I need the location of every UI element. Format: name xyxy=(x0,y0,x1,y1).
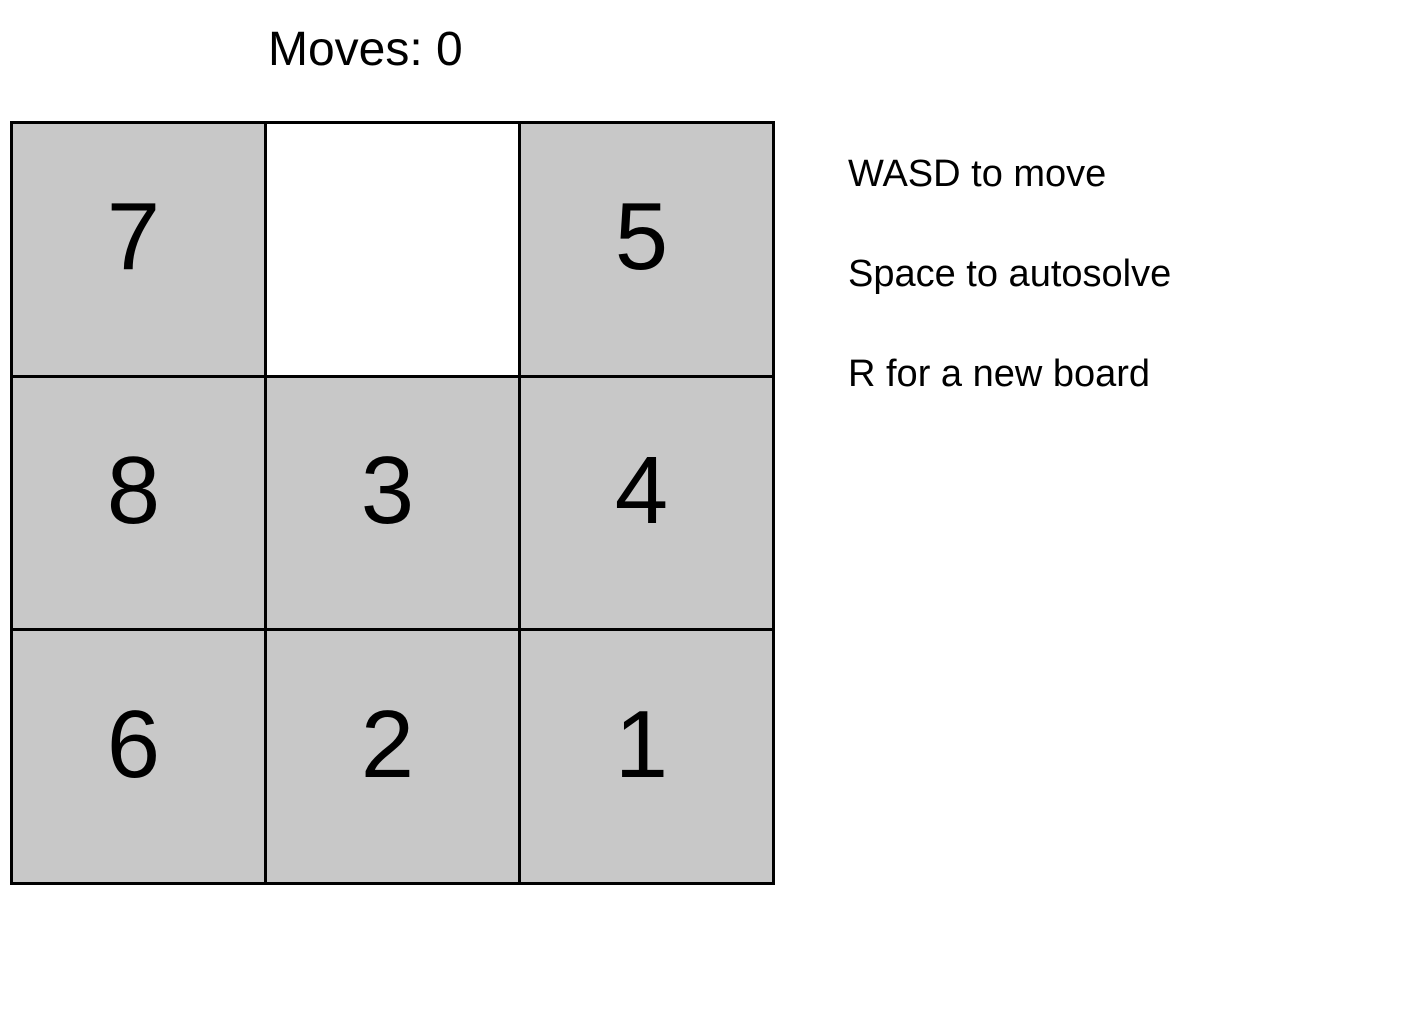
instruction-autosolve: Space to autosolve xyxy=(848,253,1172,295)
tile-label: 3 xyxy=(360,436,415,544)
tile-r0c0[interactable]: 7 xyxy=(13,124,264,375)
page-title: Moves: 0 xyxy=(268,23,463,76)
instructions-panel: WASD to move Space to autosolve R for a … xyxy=(848,152,1368,452)
tile-r0c2[interactable]: 5 xyxy=(521,124,772,375)
tile-r2c1[interactable]: 2 xyxy=(267,631,518,882)
tile-label: 2 xyxy=(360,690,415,798)
tile-label: 1 xyxy=(614,690,669,798)
instruction-move: WASD to move xyxy=(848,153,1107,195)
instruction-new-board: R for a new board xyxy=(848,353,1151,395)
tile-r1c2[interactable]: 4 xyxy=(521,377,772,629)
tile-r2c0[interactable]: 6 xyxy=(13,631,264,882)
tile-label: 8 xyxy=(106,436,161,544)
tile-label: 6 xyxy=(106,690,161,798)
tile-r1c1[interactable]: 3 xyxy=(267,377,518,629)
tile-r2c2[interactable]: 1 xyxy=(521,631,772,882)
tile-label: 7 xyxy=(106,183,161,291)
tile-label: 4 xyxy=(614,436,669,544)
tile-label: 5 xyxy=(614,183,669,291)
tile-r1c0[interactable]: 8 xyxy=(13,377,264,629)
tile-r0c1-blank[interactable] xyxy=(267,124,518,375)
puzzle-board[interactable]: 7 5 8 3 4 6 2 1 xyxy=(10,121,775,885)
